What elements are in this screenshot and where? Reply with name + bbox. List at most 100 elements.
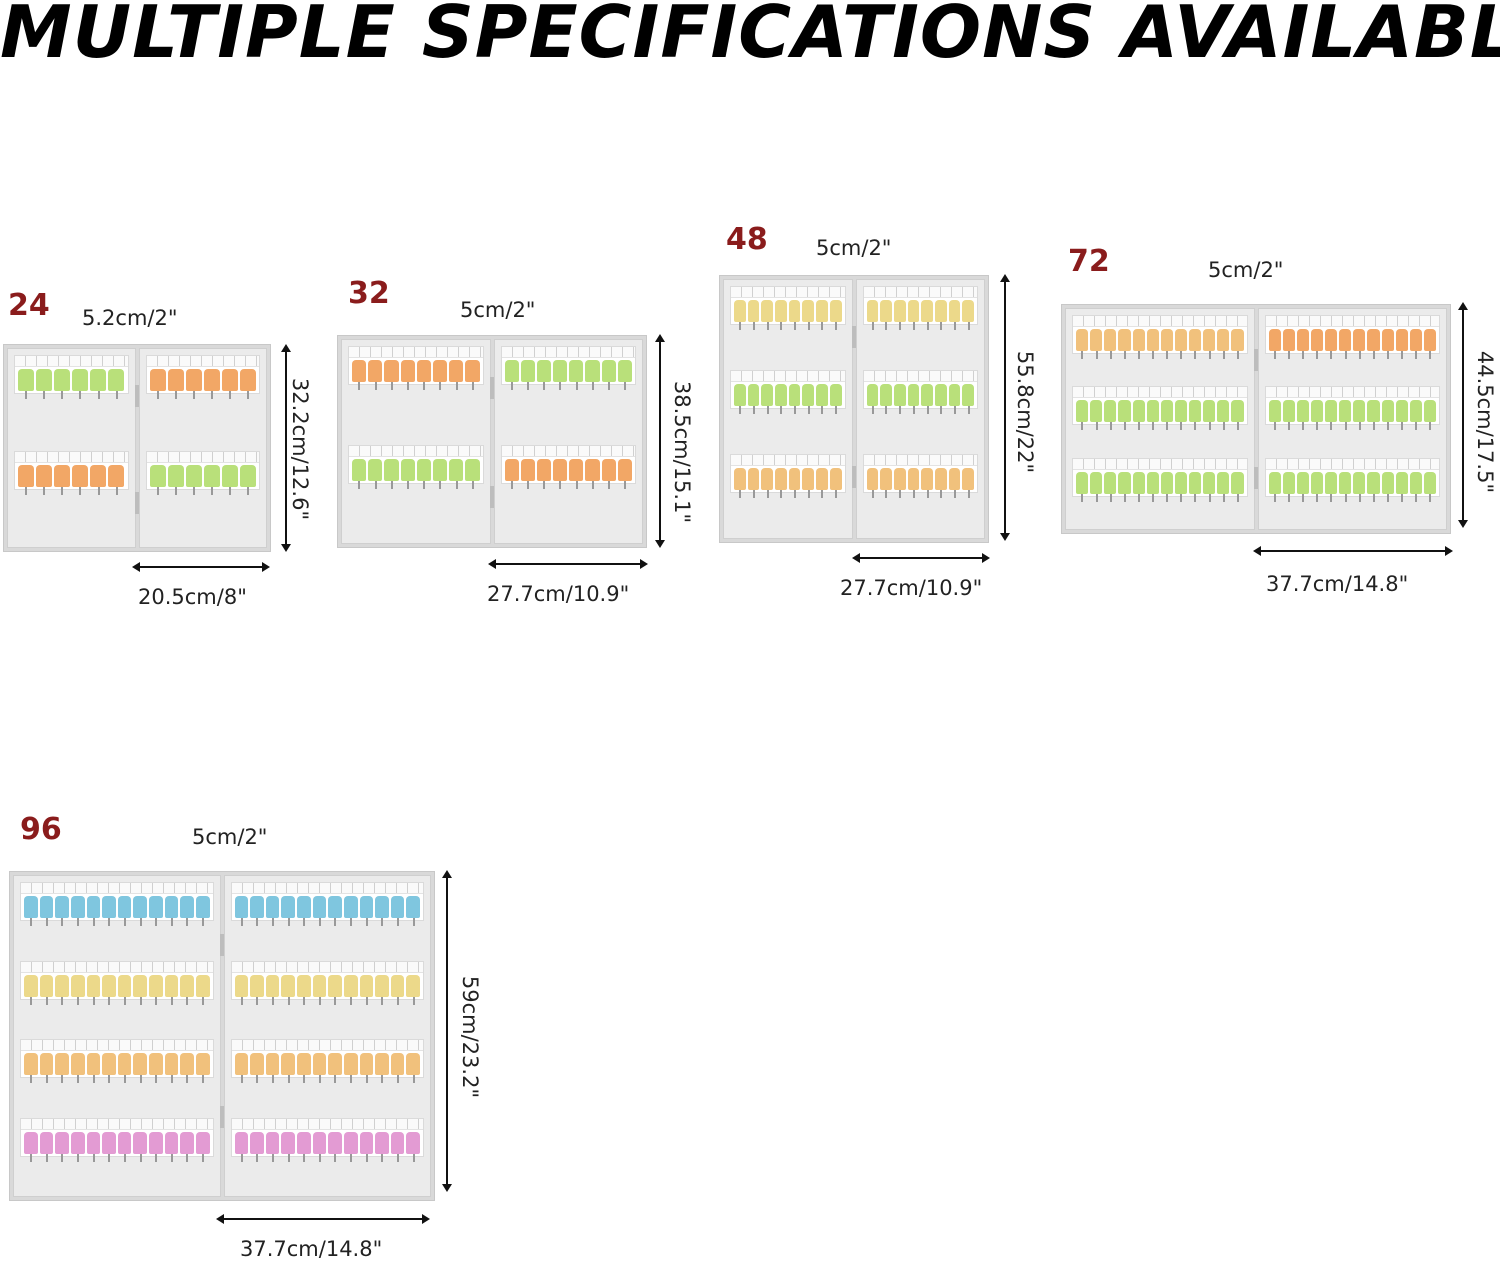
height-arrow [655,334,665,548]
hinge [1253,467,1258,490]
key-tag [133,896,147,926]
width-arrow [488,559,648,569]
key-hook-rail [1264,386,1440,431]
key-tag [328,1131,342,1162]
key-tag [465,360,480,390]
key-tag [352,360,367,390]
hinge [219,1106,224,1129]
key-tag [180,896,194,926]
key-tag [1174,329,1187,359]
key-tag [265,974,280,1005]
key-tag [617,458,632,489]
key-tag [1409,400,1422,431]
key-tag [70,896,85,926]
key-tag [1076,400,1089,431]
key-tag [907,300,920,330]
key-tag [406,1131,420,1162]
key-tag [1104,471,1117,502]
key-tag [948,468,961,498]
cabinet-door-left [13,875,221,1197]
key-tag [102,896,116,926]
key-tag [1381,329,1394,359]
key-tag [585,458,600,489]
key-hook-rail [14,355,129,399]
key-tag [400,458,415,489]
key-tag [234,1053,249,1083]
key-tag [1132,400,1145,431]
key-tag [1353,471,1366,502]
key-tag [1395,400,1408,431]
key-tag [1423,400,1436,431]
key-tag [86,1053,101,1083]
depth-label: 5cm/2" [816,236,892,260]
key-tag [1395,329,1408,359]
key-tag [167,465,184,495]
key-tag [1339,471,1352,502]
key-tag [829,468,842,498]
key-tag [416,360,431,390]
key-cabinet [720,276,988,542]
width-label: 37.7cm/14.8" [1266,572,1409,596]
key-tag [234,896,249,926]
key-tag [149,369,166,399]
key-tag [1160,329,1173,359]
key-tag [802,468,815,498]
key-tag [55,974,69,1005]
key-tag [54,369,71,399]
cabinet-door-right [134,348,267,548]
key-tag [39,1131,54,1162]
width-label: 27.7cm/10.9" [840,576,983,600]
key-tag [36,465,53,495]
width-arrow [216,1214,430,1224]
key-tag [359,974,374,1005]
key-tag [102,1131,116,1162]
height-arrow [442,870,452,1192]
key-tag [1325,471,1338,502]
key-tag [164,1053,179,1083]
key-tag [1268,471,1281,502]
key-tag [880,300,892,330]
key-tag [328,1053,342,1083]
key-tag [312,1053,327,1083]
key-tag [164,974,179,1005]
key-tag [149,1131,163,1162]
key-tag [802,300,815,330]
key-tag [962,300,974,330]
variant-count: 24 [8,288,50,323]
key-tag [962,384,974,414]
key-tag [297,1131,311,1162]
key-hook-rail [730,286,846,330]
key-tag [1160,400,1173,431]
key-cabinet [10,872,434,1200]
key-tag [102,1053,116,1083]
key-tag [1189,329,1202,359]
key-tag [1160,471,1173,502]
key-tag [384,458,399,489]
key-tag [1090,329,1103,359]
key-tag [1409,329,1422,359]
key-tag [866,468,879,498]
key-hook-rail [862,454,978,498]
cabinet-door-left [723,279,853,539]
key-tag [102,974,116,1005]
key-tag [359,896,374,926]
width-arrow [1253,546,1453,556]
key-tag [359,1053,374,1083]
key-tag [250,974,264,1005]
key-tag [1310,329,1323,359]
cabinet-door-right [851,279,985,539]
key-tag [893,468,906,498]
key-tag [934,384,947,414]
cabinet-door-left [1065,308,1255,530]
key-tag [312,974,327,1005]
key-tag [880,384,892,414]
key-tag [1339,329,1352,359]
key-hook-rail [230,1117,424,1162]
height-label: 44.5cm/17.5" [1473,350,1497,494]
key-tag [802,384,815,414]
cabinet-door-right [219,875,431,1197]
width-arrow [852,553,990,563]
key-tag [1325,400,1338,431]
height-arrow [1000,274,1010,541]
key-tag [343,974,358,1005]
